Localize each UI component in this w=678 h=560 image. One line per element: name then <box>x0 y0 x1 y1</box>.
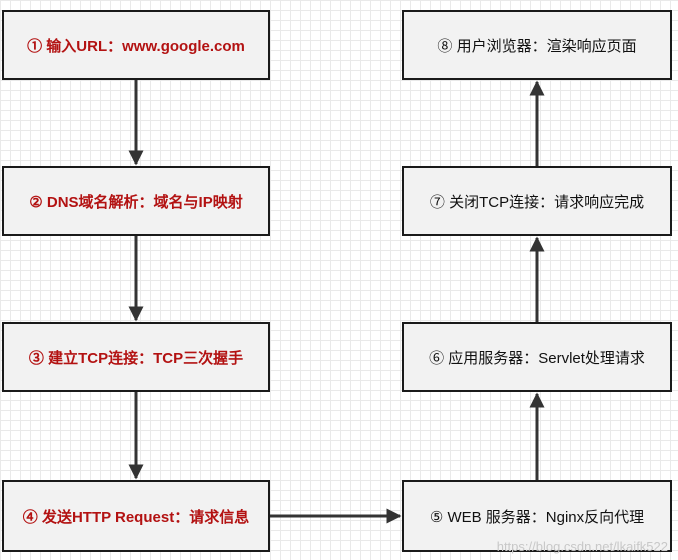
step-3-label: ③ 建立TCP连接：TCP三次握手 <box>28 349 244 367</box>
step-1-input-url: ① 输入URL：www.google.com <box>2 10 270 80</box>
csdn-watermark: https://blog.csdn.net/lkaifk522 <box>496 539 668 554</box>
step-3-tcp-connect: ③ 建立TCP连接：TCP三次握手 <box>2 322 270 392</box>
step-2-label: ② DNS域名解析：域名与IP映射 <box>29 193 243 211</box>
step-5-label: ⑤ WEB 服务器：Nginx反向代理 <box>429 508 645 526</box>
step-1-label: ① 输入URL：www.google.com <box>27 37 245 55</box>
step-5-web-server: ⑤ WEB 服务器：Nginx反向代理 <box>402 480 672 552</box>
step-2-dns-resolve: ② DNS域名解析：域名与IP映射 <box>2 166 270 236</box>
step-4-label: ④ 发送HTTP Request：请求信息 <box>22 508 250 526</box>
step-4-http-request: ④ 发送HTTP Request：请求信息 <box>2 480 270 552</box>
step-8-label: ⑧ 用户浏览器：渲染响应页面 <box>437 37 637 55</box>
step-7-label: ⑦ 关闭TCP连接：请求响应完成 <box>429 193 645 211</box>
step-6-app-server: ⑥ 应用服务器：Servlet处理请求 <box>402 322 672 392</box>
step-8-browser-render: ⑧ 用户浏览器：渲染响应页面 <box>402 10 672 80</box>
step-7-close-tcp: ⑦ 关闭TCP连接：请求响应完成 <box>402 166 672 236</box>
step-6-label: ⑥ 应用服务器：Servlet处理请求 <box>429 349 645 367</box>
